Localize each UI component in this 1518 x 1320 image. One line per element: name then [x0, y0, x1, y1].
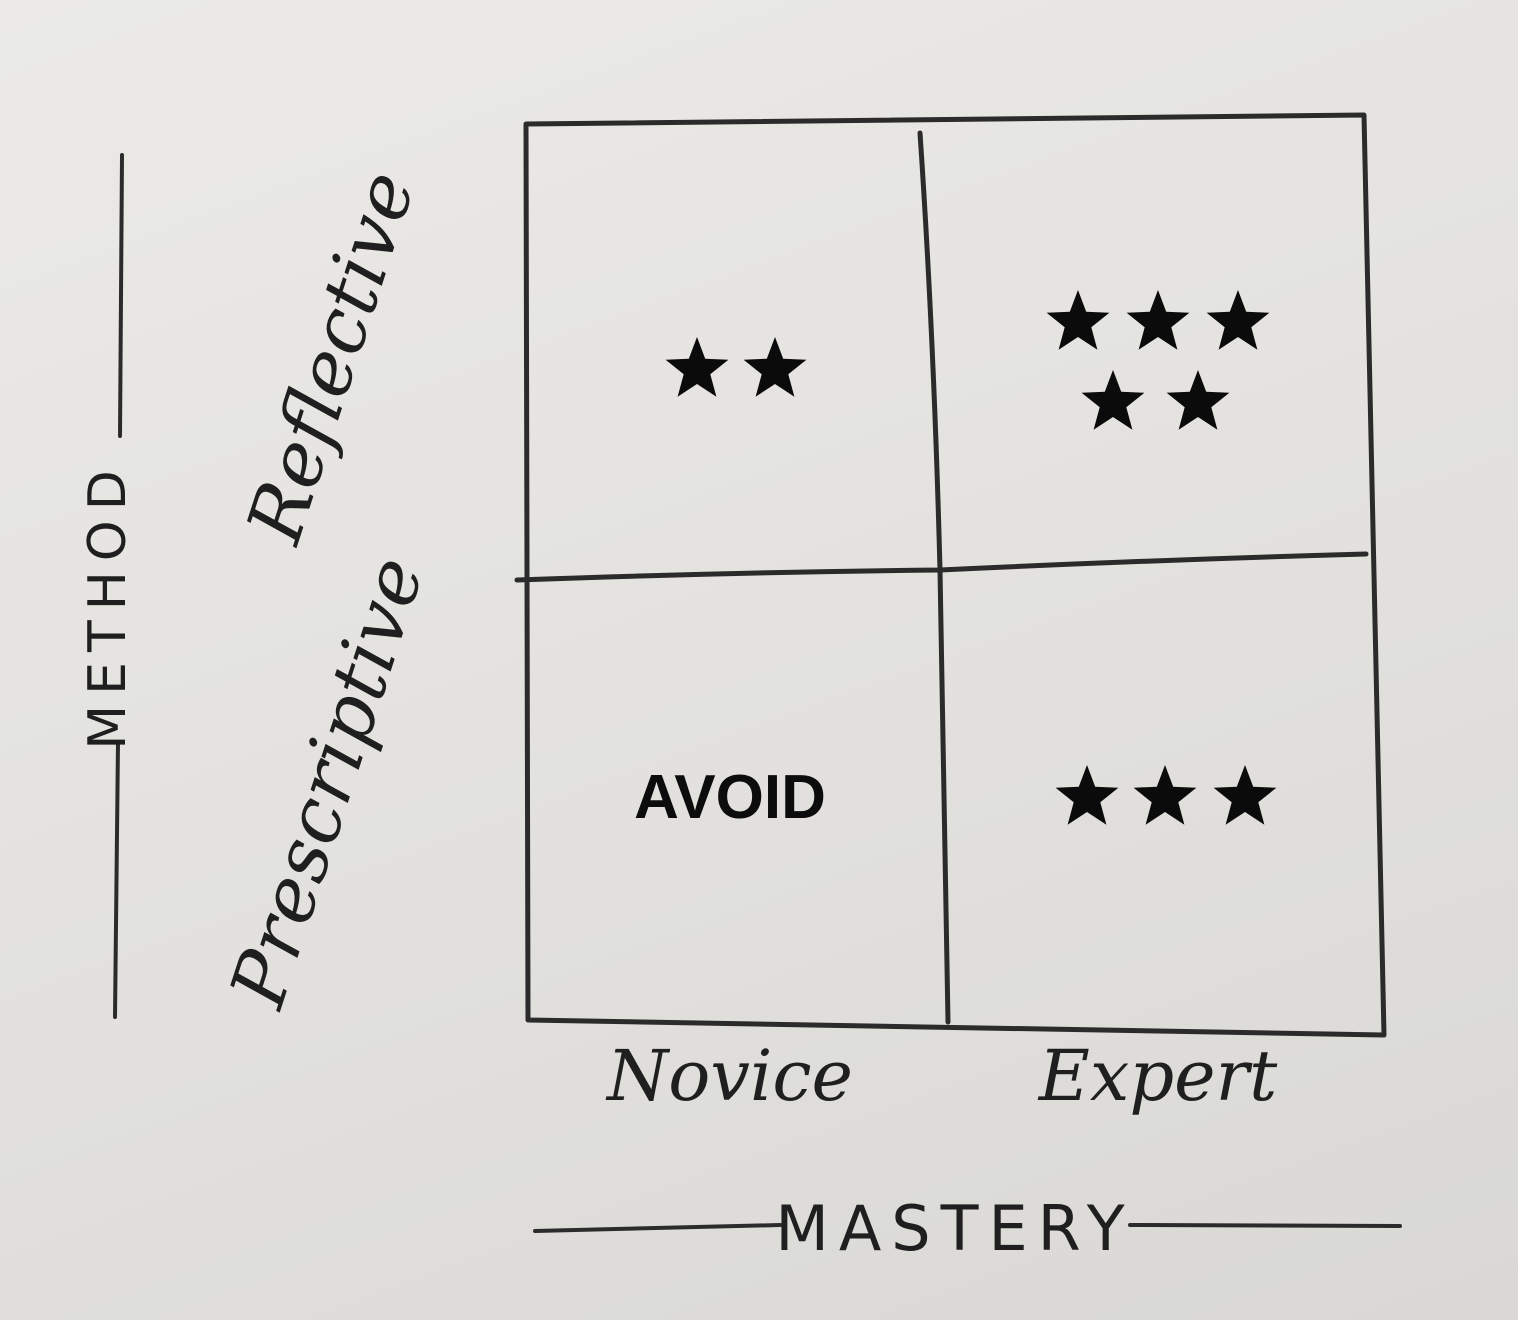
column-label-expert: Expert — [1037, 1035, 1278, 1117]
mastery-axis-rule-right — [1128, 1223, 1402, 1228]
row-label-reflective: Reflective — [229, 161, 433, 555]
method-axis-rule-bottom — [113, 740, 120, 1019]
star-icon — [1206, 290, 1270, 350]
star-icon — [743, 337, 807, 397]
method-axis-rule-top — [118, 153, 124, 438]
star-icon — [1126, 290, 1190, 350]
star-icon — [1081, 370, 1145, 430]
star-icon — [1213, 765, 1277, 825]
reflective-novice-stars — [665, 337, 807, 397]
star-icon — [1046, 290, 1110, 350]
vertical-divider — [917, 130, 951, 1025]
quadrant-frame — [523, 112, 1387, 1038]
star-icon — [665, 337, 729, 397]
mastery-axis-rule-left — [533, 1223, 782, 1233]
column-label-novice: Novice — [605, 1035, 853, 1117]
star-icon — [1166, 370, 1230, 430]
star-icon — [1133, 765, 1197, 825]
method-axis-title: METHOD — [78, 460, 138, 750]
horizontal-divider — [514, 551, 1369, 583]
mastery-axis-title: MASTERY — [775, 1192, 1134, 1265]
row-label-prescriptive: Prescriptive — [212, 546, 441, 1019]
star-icon — [1055, 765, 1119, 825]
quadrant-label-avoid: AVOID — [634, 763, 826, 832]
reflective-expert-stars — [1046, 290, 1270, 430]
prescriptive-expert-stars — [1055, 765, 1277, 825]
